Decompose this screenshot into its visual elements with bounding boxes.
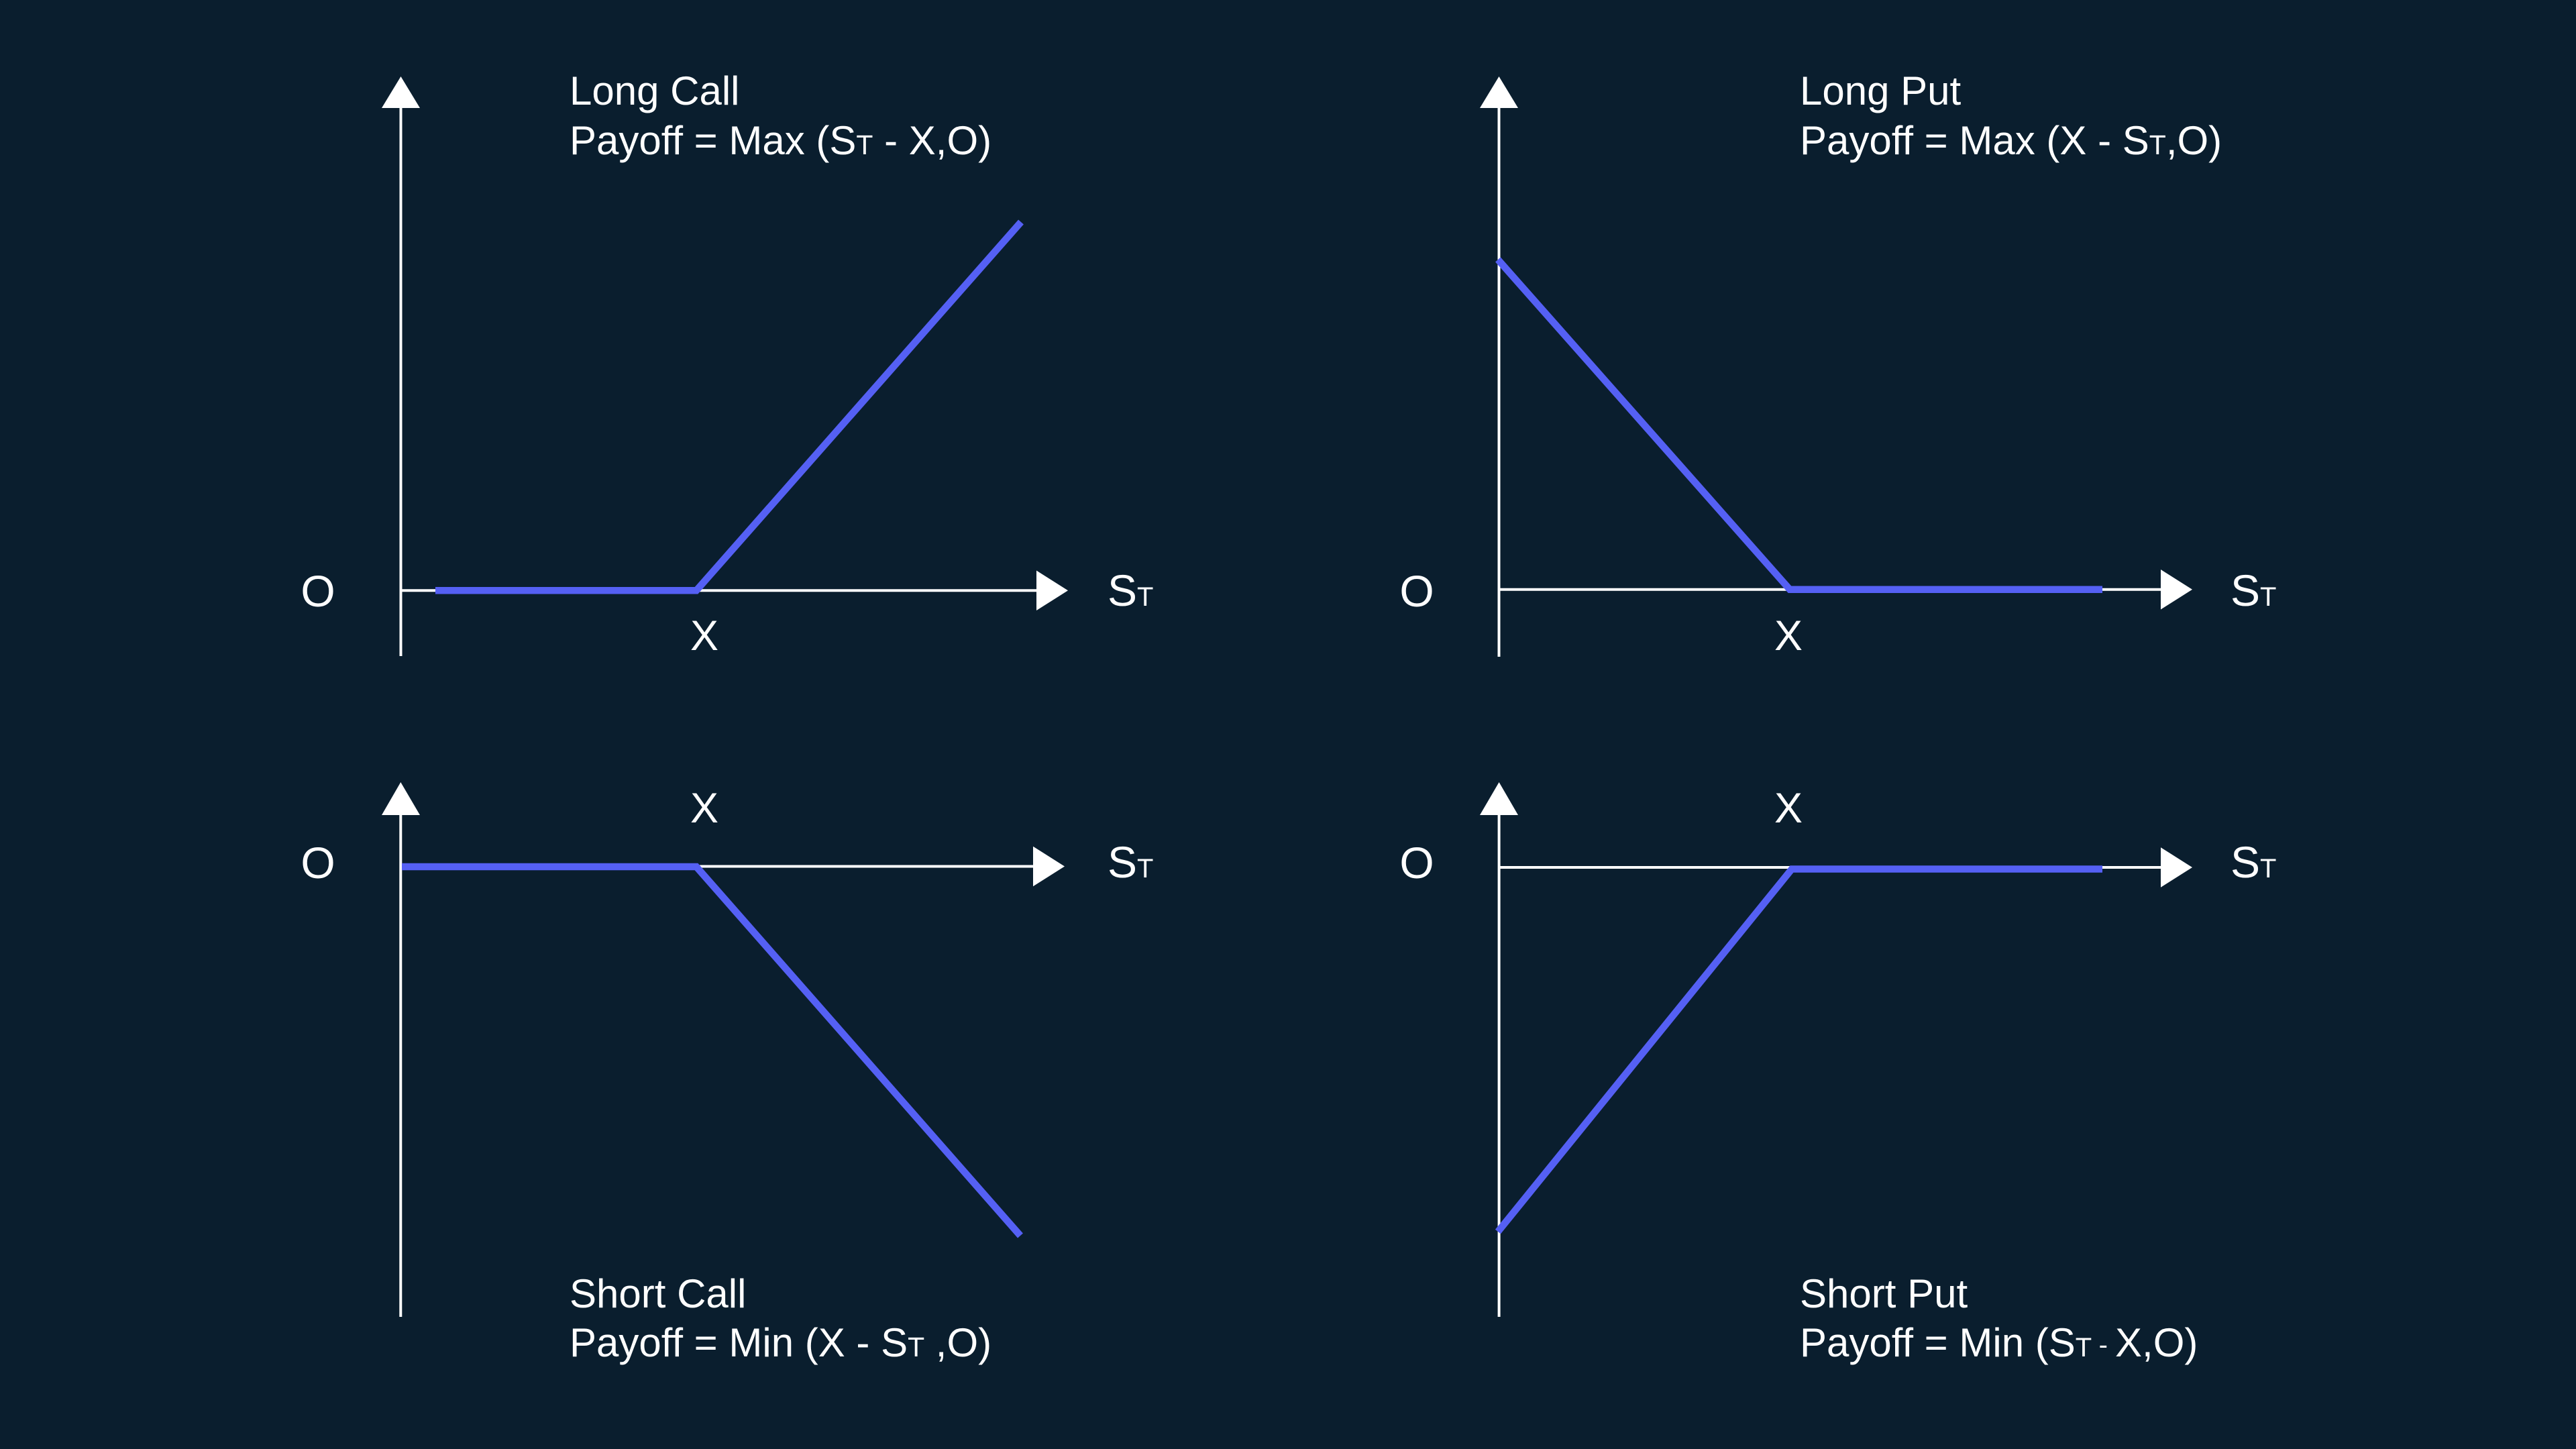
svg-text:Long Put: Long Put	[1800, 68, 1962, 113]
svg-text:Payoff = Min (ST - X,O): Payoff = Min (ST - X,O)	[1800, 1320, 2198, 1365]
svg-text:O: O	[301, 566, 335, 616]
svg-text:Payoff = Max (ST - X,O): Payoff = Max (ST - X,O)	[570, 118, 991, 163]
svg-text:X: X	[1774, 612, 1803, 659]
svg-text:Short Call: Short Call	[570, 1271, 746, 1316]
svg-text:O: O	[1399, 838, 1434, 888]
svg-text:Payoff = Min (X - ST ,O): Payoff = Min (X - ST ,O)	[570, 1320, 991, 1365]
svg-text:O: O	[301, 838, 335, 888]
svg-text:X: X	[690, 612, 718, 659]
svg-text:X: X	[1774, 785, 1803, 832]
svg-text:Short Put: Short Put	[1800, 1271, 1968, 1316]
svg-text:Payoff = Max (X - ST,O): Payoff = Max (X - ST,O)	[1800, 118, 2222, 163]
svg-text:O: O	[1399, 566, 1434, 616]
svg-text:Long Call: Long Call	[570, 68, 740, 113]
svg-text:X: X	[690, 785, 718, 832]
